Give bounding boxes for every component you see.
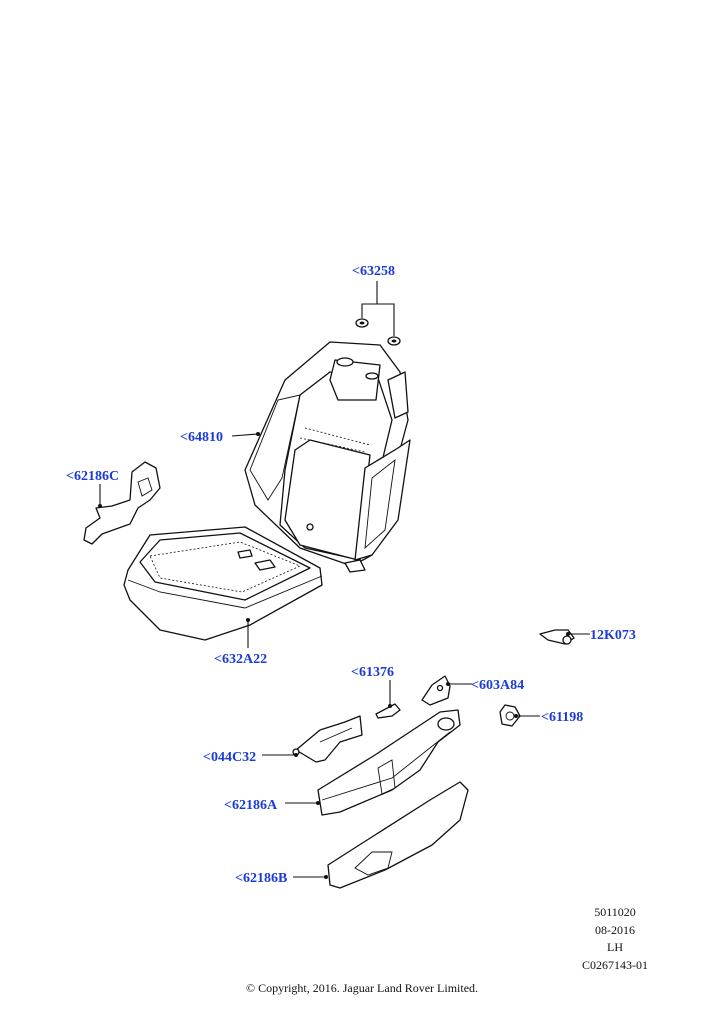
callout-64810[interactable]: <64810 bbox=[180, 430, 223, 445]
inner-trim-bracket-part bbox=[83, 461, 161, 545]
callout-61376[interactable]: <61376 bbox=[351, 665, 394, 680]
callout-62186B[interactable]: <62186B bbox=[235, 871, 287, 886]
callout-62186A[interactable]: <62186A bbox=[224, 798, 278, 813]
lever-part bbox=[375, 703, 401, 719]
callout-62186C[interactable]: <62186C bbox=[66, 469, 119, 484]
recliner-bracket-part bbox=[421, 675, 451, 706]
callout-61198[interactable]: <61198 bbox=[541, 710, 583, 725]
drawing-code: 5011020 bbox=[594, 905, 636, 919]
drawing-reference: C0267143-01 bbox=[582, 957, 648, 972]
outer-side-shield-part bbox=[317, 709, 461, 816]
inner-side-shield-part bbox=[327, 781, 469, 889]
callout-63258[interactable]: <63258 bbox=[352, 264, 395, 279]
callout-603A84[interactable]: <603A84 bbox=[471, 678, 524, 693]
drawing-side: LH bbox=[607, 940, 623, 954]
drawing-reference-block: 5011020 08-2016 LH C0267143-01 bbox=[570, 904, 660, 974]
seat-back-part bbox=[244, 341, 411, 573]
leader-lines bbox=[98, 281, 590, 879]
callout-044C32[interactable]: <044C32 bbox=[203, 750, 256, 765]
copyright-notice: © Copyright, 2016. Jaguar Land Rover Lim… bbox=[245, 981, 479, 995]
drawing-date: 08-2016 bbox=[595, 922, 635, 937]
clip-part bbox=[539, 629, 575, 645]
callout-632A22[interactable]: <632A22 bbox=[214, 652, 267, 667]
nut-parts bbox=[355, 318, 401, 346]
callout-12K073[interactable]: 12K073 bbox=[590, 628, 636, 643]
seat-cushion-part bbox=[123, 526, 323, 641]
seat-track-mechanism-part bbox=[292, 715, 363, 763]
